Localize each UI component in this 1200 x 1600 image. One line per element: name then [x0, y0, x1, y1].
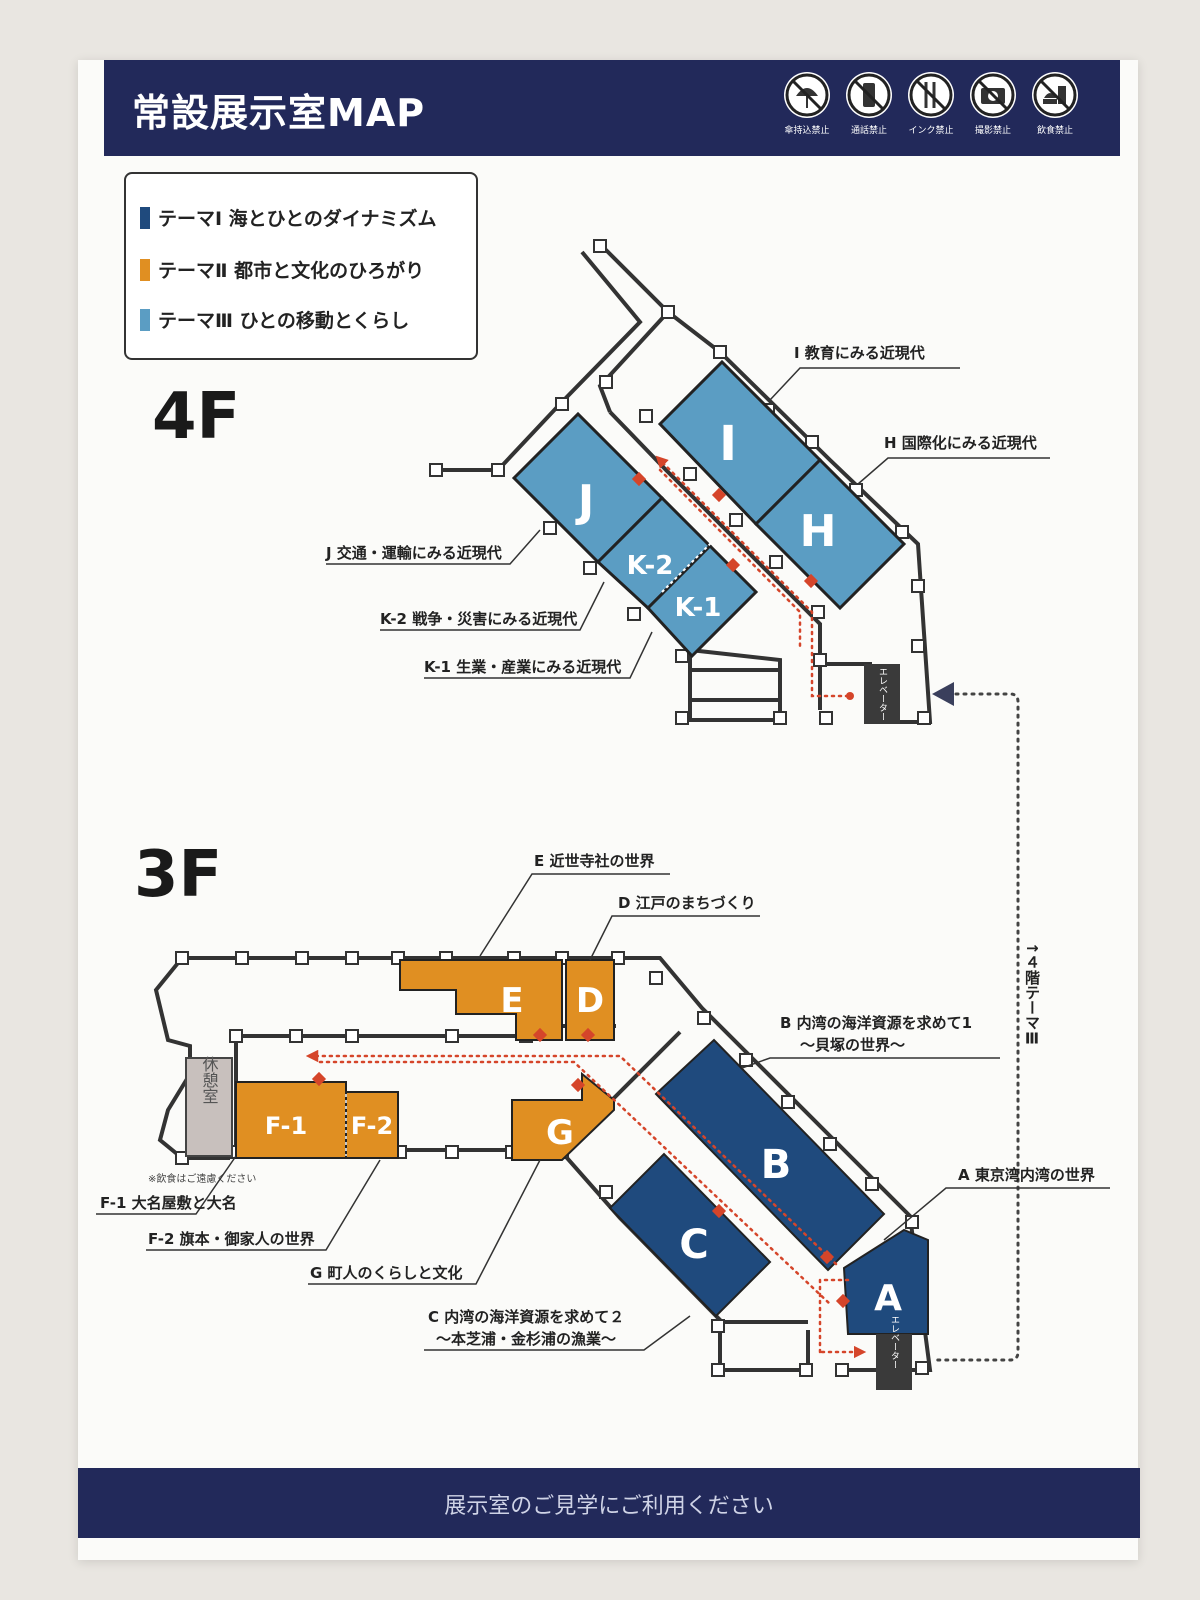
elevator-3f-label: エレベーター — [889, 1315, 900, 1369]
no-food-icon — [1032, 72, 1078, 118]
rest-room[interactable] — [185, 1057, 233, 1157]
room-f2-caption: F-2 旗本・御家人の世界 — [148, 1230, 315, 1248]
theme2-swatch — [140, 258, 150, 281]
room-i-caption: I 教育にみる近現代 — [794, 344, 925, 362]
route-4f-start — [846, 692, 854, 700]
floor-4f-pillars — [429, 239, 931, 725]
rest-note: ※飲食はご遠慮ください — [148, 1172, 256, 1185]
room-j-letter: J — [575, 476, 594, 527]
room-e-caption: E 近世寺社の世界 — [534, 852, 654, 870]
no-umbrella-icon — [784, 72, 830, 118]
elevator-4f[interactable] — [864, 664, 900, 724]
room-k1[interactable] — [645, 543, 759, 659]
floor-connector: ↑４階テーマⅢ — [932, 682, 1041, 1362]
room-c[interactable] — [608, 1152, 772, 1318]
rule-phone: 通話禁止 — [844, 72, 894, 136]
rule-camera: 撮影禁止 — [968, 72, 1018, 136]
theme1-swatch — [140, 206, 150, 229]
room-i-letter: I — [719, 416, 737, 472]
room-d-letter: D — [576, 981, 604, 1021]
rule-umbrella: 傘持込禁止 — [782, 72, 832, 136]
no-camera-icon — [970, 72, 1016, 118]
room-f2[interactable] — [345, 1091, 399, 1159]
room-a-caption: A 東京湾内湾の世界 — [958, 1166, 1095, 1184]
room-h-caption: H 国際化にみる近現代 — [884, 434, 1037, 452]
room-g[interactable] — [511, 1071, 615, 1161]
no-ink-icon — [908, 72, 954, 118]
room-k2-letter: K-2 — [627, 551, 674, 581]
theme3-swatch — [140, 308, 150, 331]
room-g-caption: G 町人のくらしと文化 — [310, 1264, 463, 1282]
room-k2-caption: K-2 戦争・災害にみる近現代 — [380, 610, 577, 628]
room-c-caption: C 内湾の海洋資源を求めて２ — [428, 1308, 624, 1326]
room-b[interactable] — [654, 1038, 886, 1272]
room-f1-letter: F-1 — [265, 1112, 307, 1140]
room-d-caption: D 江戸のまちづくり — [618, 894, 756, 912]
room-k1-caption: K-1 生業・産業にみる近現代 — [424, 658, 621, 676]
rule-ink: インク禁止 — [906, 72, 956, 136]
route-3f-doors — [311, 1027, 851, 1309]
room-h-letter: H — [800, 506, 837, 557]
room-j-caption: J 交通・運輸にみる近現代 — [325, 544, 502, 562]
floor-4f-leaders — [326, 367, 1050, 679]
room-b-letter: B — [761, 1142, 792, 1188]
no-phone-icon — [846, 72, 892, 118]
route-4f — [655, 455, 850, 698]
legend-item-theme2: テーマⅡ 都市と文化のひろがり — [140, 256, 424, 283]
floor-4f-title: 4F — [152, 380, 241, 454]
floor-3f-leaders — [96, 873, 1110, 1351]
legend-item-theme1: テーマⅠ 海とひとのダイナミズム — [140, 204, 437, 231]
connector-arrow-icon — [932, 682, 954, 706]
room-b-caption: B 内湾の海洋資源を求めて1 — [780, 1014, 972, 1032]
rest-room-label: 休憩室 — [200, 1056, 219, 1104]
floor-4f-plan: エレベーター I H J K-2 K-1 I 教育にみる近現代 H 国際化にみる… — [325, 239, 1050, 725]
rule-food: 飲食禁止 — [1030, 72, 1080, 136]
footer-text: 展示室のご見学にご利用ください — [444, 1494, 774, 1519]
room-a-letter: A — [874, 1278, 902, 1319]
map-footer: 展示室のご見学にご利用ください — [78, 1468, 1140, 1538]
legend-item-theme3: テーマⅢ ひとの移動とくらし — [140, 306, 409, 333]
room-g-letter: G — [546, 1113, 574, 1153]
route-4f-doors — [631, 471, 819, 589]
route-3f — [305, 1049, 867, 1359]
room-e-letter: E — [500, 981, 523, 1021]
elevator-3f[interactable] — [876, 1334, 912, 1390]
prohibition-icons: 傘持込禁止 通話禁止 インク禁止 撮影禁止 飲食禁止 — [782, 72, 1080, 136]
room-b-subcaption: 〜貝塚の世界〜 — [800, 1036, 905, 1054]
room-k1-letter: K-1 — [675, 593, 722, 623]
theme-legend: テーマⅠ 海とひとのダイナミズム テーマⅡ 都市と文化のひろがり テーマⅢ ひと… — [124, 172, 478, 360]
floor-3f-title: 3F — [134, 838, 223, 912]
map-header: 常設展示室MAP 傘持込禁止 通話禁止 インク禁止 撮影禁止 — [104, 60, 1120, 156]
connector-label: ↑４階テーマⅢ — [1023, 942, 1041, 1048]
room-f1-caption: F-1 大名屋敷と大名 — [100, 1194, 237, 1212]
page-title: 常設展示室MAP — [132, 91, 426, 135]
room-c-letter: C — [679, 1222, 708, 1268]
room-c-subcaption: 〜本芝浦・金杉浦の漁業〜 — [436, 1330, 616, 1348]
room-e[interactable] — [399, 959, 563, 1041]
room-a[interactable] — [842, 1228, 929, 1335]
elevator-4f-label: エレベーター — [877, 667, 888, 721]
room-f2-letter: F-2 — [351, 1112, 393, 1140]
floor-3f-plan: エレベーター E D F-1 F-2 G B C A 休憩室 ※飲食はご遠慮くだ… — [96, 852, 1110, 1390]
